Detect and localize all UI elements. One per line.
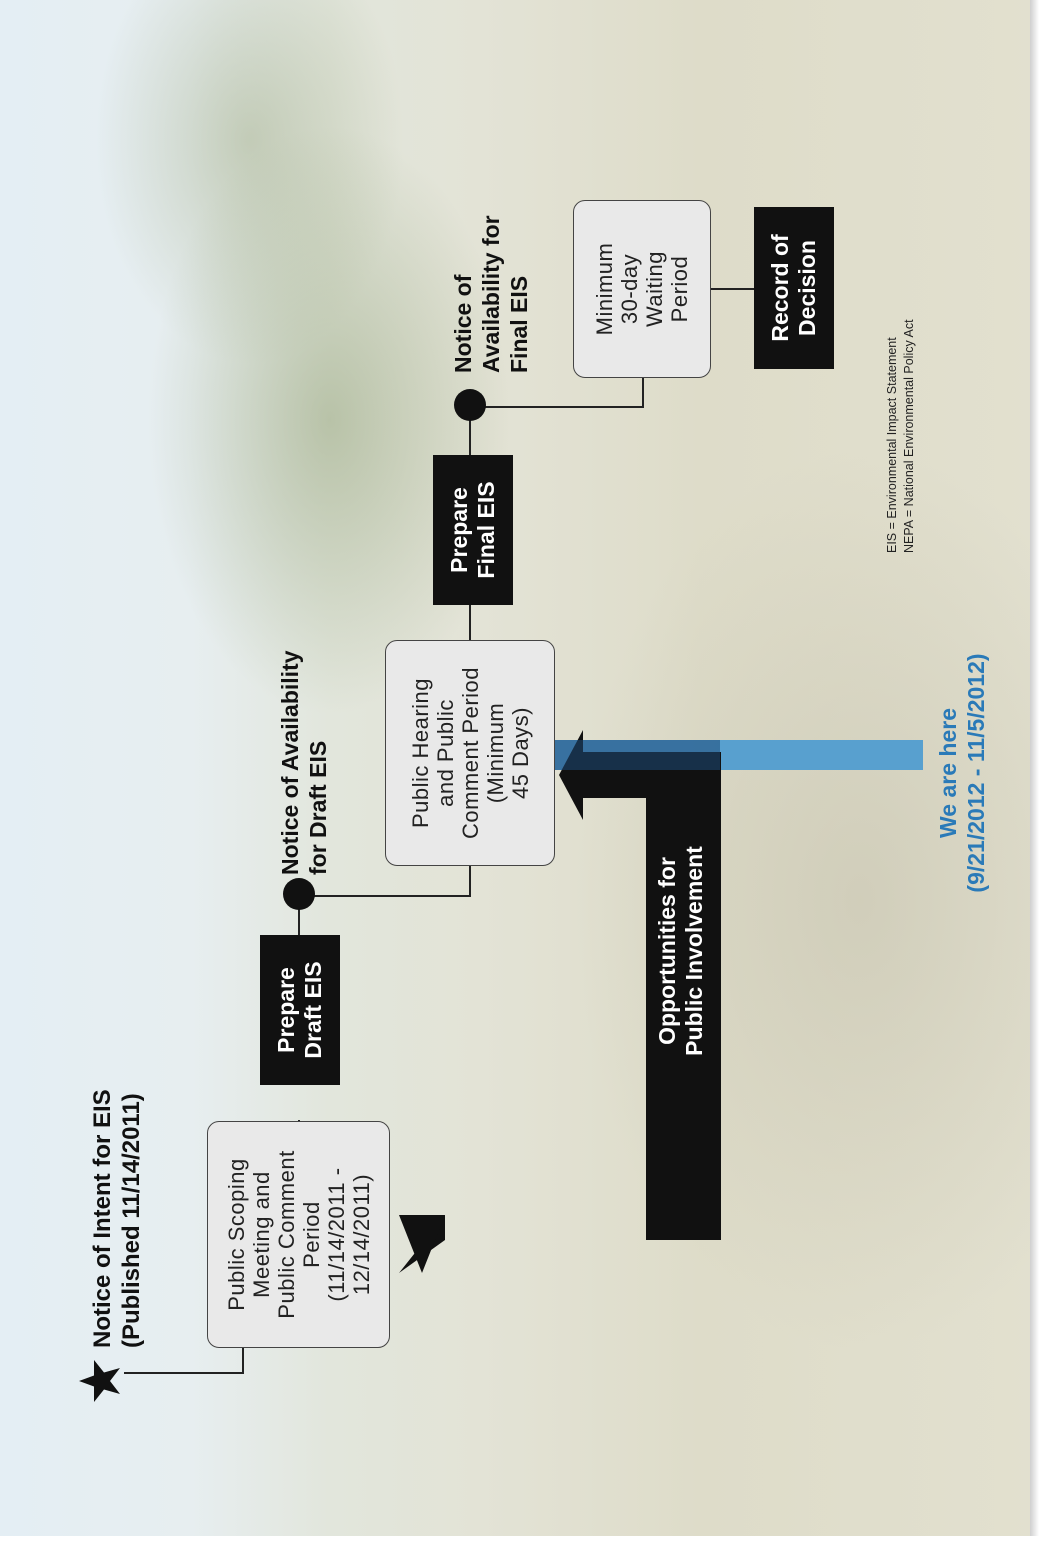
public-involvement-arrow (399, 730, 721, 1273)
notice-of-availability-final: Notice of Availability for Final EIS (450, 215, 532, 373)
we-are-here-label: We are here (9/21/2012 - 11/5/2012) (935, 653, 989, 893)
waiting-period-box: Minimum 30-day Waiting Period (573, 200, 711, 378)
current-status-bar-overlay (555, 740, 720, 770)
public-involvement-label: Opportunities for Public Involvement (654, 846, 707, 1056)
involvement-arrow-head-left (399, 1215, 445, 1273)
star-icon (79, 1360, 120, 1402)
public-hearing-box: Public Hearing and Public Comment Period… (385, 640, 555, 866)
notice-of-intent: Notice of Intent for EIS (Published 11/1… (89, 1089, 145, 1348)
abbreviations-legend: EIS = Environmental Impact Statement NEP… (885, 319, 916, 553)
prepare-final-eis-box: Prepare Final EIS (433, 455, 513, 605)
public-scoping-box: Public Scoping Meeting and Public Commen… (207, 1121, 390, 1348)
page-edge (1030, 0, 1039, 1543)
notice-to-hearing-line (299, 866, 471, 897)
filled-circle-icon (454, 389, 486, 421)
filled-circle-icon (283, 878, 315, 910)
record-of-decision-box: Record of Decision (754, 207, 834, 369)
intent-connector (124, 1348, 244, 1374)
notice-to-waiting-line (470, 378, 644, 408)
prepare-draft-eis-box: Prepare Draft EIS (260, 935, 340, 1085)
notice-of-availability-draft: Notice of Availability for Draft EIS (277, 650, 331, 875)
page-bottom-edge (0, 1536, 1039, 1543)
